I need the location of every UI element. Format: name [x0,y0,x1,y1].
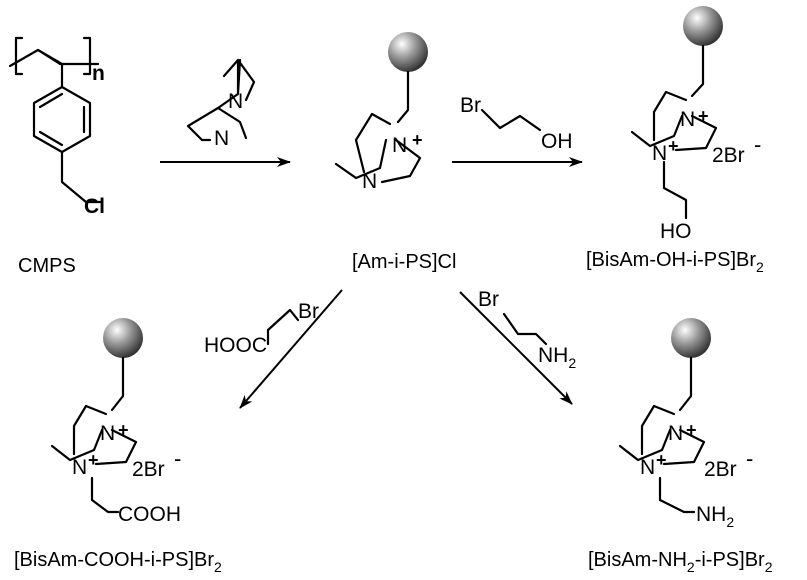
bromoethanol-br: Br [460,94,481,117]
am-ps-n2: N [362,170,377,193]
bis-cooh-plus2: + [88,450,99,470]
dabco-n-bottom: N [214,127,229,150]
polymer-bead [388,32,428,72]
polymer-bead [683,6,723,46]
bis-oh-plus1: + [698,106,709,126]
bis-oh-n2: N [652,142,667,165]
bis-oh-group: HO [660,220,692,243]
arrow-alkylation-cooh [239,289,343,409]
bis-oh-minus: - [754,132,761,157]
bromoethanol-reagent: Br OH [460,94,573,153]
polymer-bead [671,318,711,358]
bis-nh2-n2: N [640,456,655,479]
bis-oh-counterion: 2Br [712,144,745,167]
bis-cooh-n2: N [72,456,87,479]
bis-oh-label: [BisAm-OH-i-PS]Br2 [586,249,764,275]
bis-oh-structure: N + N + 2Br - HO [BisAm-OH-i-PS]Br2 [586,6,764,275]
am-ps-plus: + [412,130,423,150]
cmps-n-subscript: n [92,62,105,85]
bis-cooh-structure: N + N + 2Br - COOH [BisAm-COOH-i-PS]Br2 [14,318,222,575]
bis-nh2-label: [BisAm-NH2-i-PS]Br2 [588,549,773,575]
bis-cooh-group: COOH [118,503,181,526]
bis-cooh-label: [BisAm-COOH-i-PS]Br2 [14,549,222,575]
bromoacetic-br: Br [298,300,319,323]
bromoethylamine-nh2: NH2 [538,344,576,371]
am-ps-label: [Am-i-PS]Cl [352,251,456,273]
bis-cooh-counterion: 2Br [132,458,165,481]
cmps-structure: n Cl CMPS [8,36,105,277]
arrow-alkylation-nh2 [459,291,573,405]
bromoacetic-cooh: HOOC [204,334,267,357]
bis-cooh-minus: - [174,446,181,471]
bis-oh-plus2: + [668,136,679,156]
cmps-cl-atom: Cl [84,195,105,218]
bis-nh2-counterion: 2Br [704,458,737,481]
cmps-label: CMPS [18,255,76,277]
dabco-reagent: N N [186,58,256,150]
bis-cooh-n1: N [100,422,115,445]
bis-nh2-n1: N [668,422,683,445]
bis-nh2-structure: N + N + 2Br - NH2 [BisAm-NH2-i-PS]Br2 [588,318,773,575]
bis-nh2-plus1: + [686,420,697,440]
bis-nh2-group: NH2 [696,503,734,530]
bromoethylamine-reagent: Br NH2 [478,288,576,371]
polymer-bead [103,318,143,358]
bis-oh-n1: N [680,108,695,131]
bromoethylamine-br: Br [478,288,499,311]
am-ps-n1: N [392,134,407,157]
bis-nh2-plus2: + [656,450,667,470]
bromoacetic-reagent: Br HOOC [204,300,319,357]
dabco-n-top: N [228,90,243,113]
am-ps-structure: N + N [Am-i-PS]Cl [334,32,456,273]
bis-nh2-minus: - [746,446,753,471]
bis-cooh-plus1: + [118,420,129,440]
bromoethanol-oh: OH [541,130,573,153]
